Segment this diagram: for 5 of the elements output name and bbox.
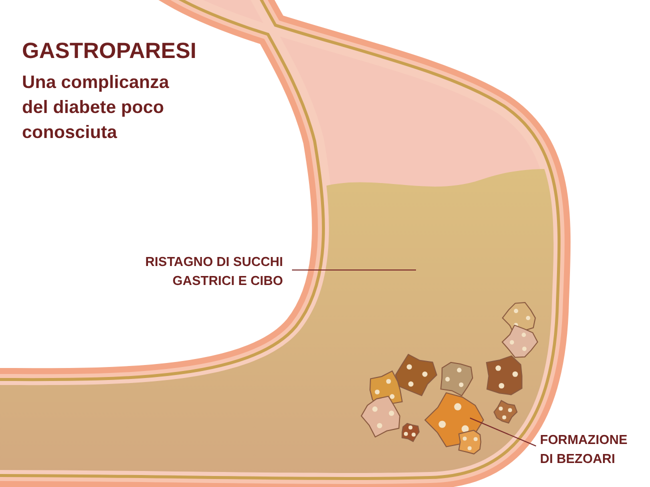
- bezoar-drawing: [360, 302, 538, 454]
- callout-label: FORMAZIONE DI BEZOARI: [540, 430, 640, 468]
- callout-label: RISTAGNO DI SUCCHI GASTRICI E CIBO: [115, 252, 283, 290]
- subtitle: Una complicanza del diabete poco conosciuta: [22, 71, 170, 144]
- title: GASTROPARESI: [22, 38, 196, 64]
